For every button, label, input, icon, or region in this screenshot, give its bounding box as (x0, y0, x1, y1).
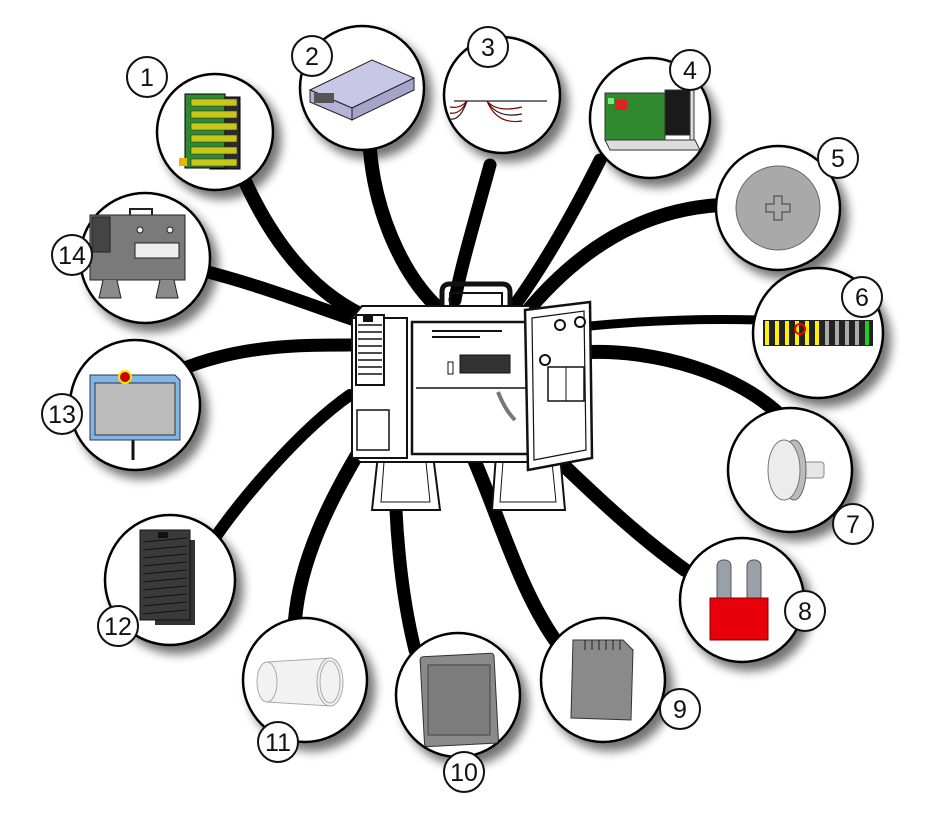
number-badge (784, 590, 826, 632)
connector-6 (585, 314, 765, 331)
callout-4[interactable]: 4 (588, 49, 712, 180)
callout-number: 7 (846, 511, 860, 539)
part-illustration (179, 93, 241, 170)
number-badge (443, 751, 485, 793)
callout-7[interactable]: 7 (726, 406, 874, 545)
part-illustration (709, 559, 769, 641)
number-badge (841, 276, 883, 318)
connector-4 (508, 153, 607, 312)
connector-12 (204, 389, 356, 551)
part-illustration (570, 639, 634, 721)
part-illustration (763, 320, 873, 346)
callout-number: 10 (450, 759, 478, 787)
part-illustration (604, 87, 701, 151)
number-badge (817, 137, 859, 179)
terminal-block-icon (763, 320, 873, 346)
connector-11 (288, 443, 367, 627)
callout-11[interactable]: 11 (241, 616, 369, 763)
callout-number: 1 (140, 64, 154, 92)
number-badge (97, 605, 139, 647)
callout-number: 9 (673, 696, 687, 724)
callout-13[interactable]: 13 (41, 338, 202, 472)
handle (439, 281, 513, 318)
callout-number: 2 (305, 43, 319, 71)
part-illustration (89, 370, 181, 460)
part-illustration (256, 657, 344, 707)
number-badge (291, 35, 333, 77)
callout-number: 14 (58, 242, 86, 270)
connector-9 (468, 455, 562, 647)
cable-harness-icon (449, 100, 547, 123)
callout-10[interactable]: 10 (394, 631, 522, 793)
part-illustration (419, 652, 499, 748)
number-badge (669, 49, 711, 91)
fuse-icon (709, 559, 769, 641)
part-illustration (449, 100, 547, 123)
callout-2[interactable]: 2 (291, 24, 426, 152)
teach-pendant-icon (89, 370, 181, 460)
sd-card-icon (570, 639, 634, 721)
callout-12[interactable]: 12 (97, 513, 237, 647)
callout-6[interactable]: 6 (751, 266, 885, 400)
connector-7 (583, 344, 797, 432)
callout-14[interactable]: 14 (51, 191, 212, 325)
callout-8[interactable]: 8 (678, 536, 826, 664)
connector-13 (173, 338, 357, 377)
thumb-screw-icon (767, 439, 825, 501)
connector-5 (523, 198, 727, 315)
part-illustration (767, 439, 825, 501)
callout-number: 11 (265, 729, 291, 757)
callout-1[interactable]: 1 (126, 56, 275, 192)
connector-lines (173, 143, 797, 657)
part-illustration (308, 59, 416, 121)
callout-number: 13 (48, 401, 76, 429)
vent-louver-icon (139, 529, 195, 625)
side-plate (356, 409, 390, 451)
callout-number: 5 (831, 145, 845, 173)
number-badge (832, 503, 874, 545)
controller-enclosure[interactable] (351, 281, 594, 511)
number-badge (126, 56, 168, 98)
callout-5[interactable]: 5 (714, 137, 859, 272)
screw-cap-icon (735, 165, 821, 251)
number-badge (659, 688, 701, 730)
connector-1 (233, 163, 369, 322)
number-badge (257, 721, 299, 763)
callout-number: 6 (855, 284, 869, 312)
callout-number: 8 (798, 598, 812, 626)
callout-number: 12 (104, 613, 132, 641)
control-tray-icon (604, 139, 701, 151)
callout-9[interactable]: 9 (539, 616, 701, 744)
emergency-stop-icon (118, 370, 132, 384)
clear-tube-icon (256, 657, 344, 707)
number-badge (41, 393, 83, 435)
connector-8 (553, 455, 692, 577)
number-badge (51, 234, 93, 276)
part-illustration (139, 529, 195, 625)
connector-14 (193, 263, 362, 327)
connector-3 (448, 158, 497, 307)
callout-number: 3 (481, 34, 495, 62)
callout-3[interactable]: 3 (442, 26, 562, 155)
number-badge (467, 26, 509, 68)
connector-2 (363, 143, 442, 312)
callout-number: 4 (683, 57, 697, 85)
part-illustration (735, 165, 821, 251)
